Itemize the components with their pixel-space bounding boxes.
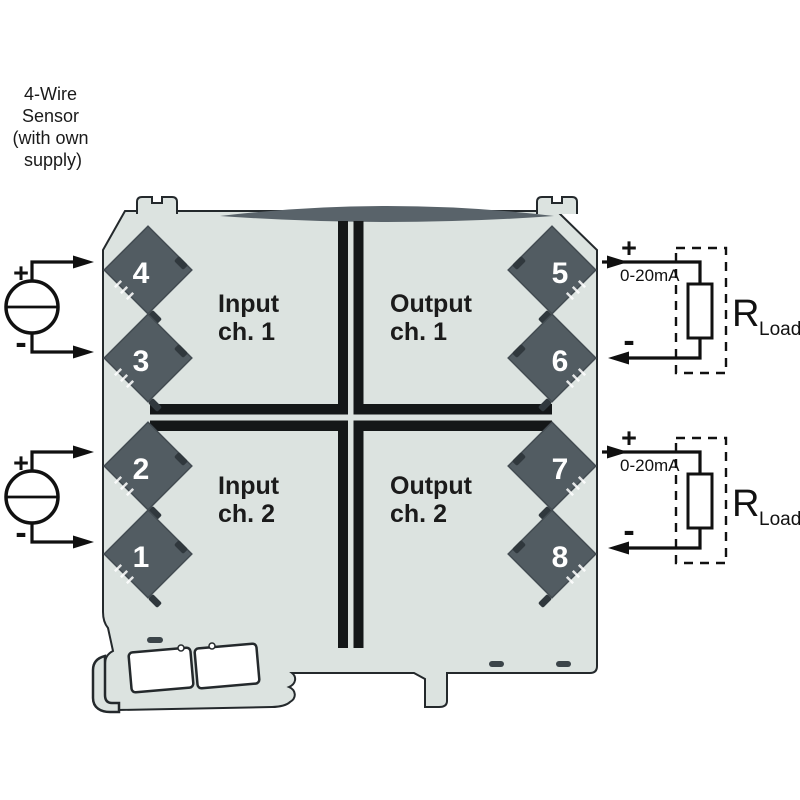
load-ch1-minus-arrowhead — [608, 351, 629, 365]
load-ch2-resistor — [686, 472, 714, 530]
source-ch2-minus-sign: - — [15, 514, 26, 552]
load-ch2-plus-arrowhead — [607, 445, 628, 459]
foot-pin-hole-2 — [208, 642, 216, 650]
source-ch1-plus-arrowhead — [73, 255, 94, 269]
sensor-note-line2: Sensor — [22, 106, 79, 126]
load-ch1-minus-sign: - — [623, 322, 634, 360]
terminal-8-number: 8 — [552, 541, 569, 574]
sensor-note-line4: supply) — [24, 150, 82, 170]
load-ch1-boundary — [674, 246, 728, 375]
sensor-note-line1: 4-Wire — [24, 84, 77, 104]
terminal-2: 2 — [103, 421, 193, 520]
load-ch1-plus-arrowhead — [607, 255, 628, 269]
terminal-1: 1 — [103, 509, 193, 608]
load-ch2-plus-sign: + — [621, 423, 637, 453]
load-ch2-r-label: R Load — [732, 483, 800, 530]
sensor-note: 4-Wire Sensor (with own supply) — [12, 84, 93, 170]
input-ch2-line1: Input — [218, 472, 280, 500]
source-ch2-minus-wire — [30, 522, 76, 544]
terminal-8: 8 — [507, 509, 597, 608]
top-tab-left — [136, 196, 178, 214]
output-ch2-line2: ch. 2 — [390, 500, 447, 528]
terminal-3: 3 — [103, 313, 193, 412]
output-ch2-line1: Output — [390, 472, 473, 500]
din-foot-window-1 — [127, 646, 195, 694]
input-ch1-line2: ch. 1 — [218, 318, 275, 346]
load-ch1-plus-wire — [602, 260, 702, 285]
vent-slot-2 — [489, 661, 504, 667]
load-circuit-ch1: + 0-20mA - R Load — [602, 233, 800, 375]
load-ch1-range-label: 0-20mA — [620, 266, 680, 285]
section-label-input-ch2: Input ch. 2 — [218, 472, 286, 528]
sensor-source-ch2: + - — [4, 445, 94, 552]
terminal-7: 7 — [507, 421, 597, 520]
load-ch2-plus-wire — [602, 450, 702, 475]
source-ch1-minus-sign: - — [15, 324, 26, 362]
load-ch2-minus-sign: - — [623, 512, 634, 550]
terminal-6-number: 6 — [552, 345, 569, 378]
module-body — [102, 210, 598, 712]
load-ch1-plus-sign: + — [621, 233, 637, 263]
load-ch2-minus-arrowhead — [608, 541, 629, 555]
terminal-4: 4 — [103, 225, 193, 324]
load-ch2-r-subscript: Load — [759, 509, 800, 530]
sensor-source-ch1: + - — [4, 255, 94, 362]
output-ch1-line1: Output — [390, 290, 473, 318]
source-ch1-minus-arrowhead — [73, 345, 94, 359]
terminal-6: 6 — [507, 313, 597, 412]
load-ch1-resistor — [686, 282, 714, 340]
source-ch2-minus-arrowhead — [73, 535, 94, 549]
barrier-gap-horizontal — [338, 414, 364, 421]
top-tab-right — [536, 196, 578, 214]
section-label-output-ch1: Output ch. 1 — [390, 290, 479, 346]
isolation-barrier-vertical-1 — [338, 221, 348, 648]
section-label-output-ch2: Output ch. 2 — [390, 472, 479, 528]
load-ch1-minus-wire — [614, 338, 702, 360]
vent-slot-1 — [147, 637, 163, 643]
terminal-7-number: 7 — [552, 453, 569, 486]
terminal-2-number: 2 — [133, 453, 150, 486]
output-ch1-line2: ch. 1 — [390, 318, 447, 346]
terminal-3-number: 3 — [133, 345, 150, 378]
terminal-1-number: 1 — [133, 541, 150, 574]
source-ch2-plus-arrowhead — [73, 445, 94, 459]
terminal-5-number: 5 — [552, 257, 569, 290]
source-ch1-minus-wire — [30, 332, 76, 354]
sensor-note-line3: (with own — [12, 128, 88, 148]
top-band — [220, 206, 554, 222]
source-ch1-plus-wire — [30, 260, 76, 282]
terminal-5: 5 — [507, 225, 597, 324]
input-ch1-line1: Input — [218, 290, 280, 318]
source-ch2-plus-wire — [30, 450, 76, 472]
load-circuit-ch2: + 0-20mA - R Load — [602, 423, 800, 565]
input-ch2-line2: ch. 2 — [218, 500, 275, 528]
din-foot-window-2 — [193, 642, 261, 690]
load-ch2-boundary — [674, 436, 728, 565]
din-rail-hook — [91, 654, 121, 714]
terminal-4-number: 4 — [133, 257, 150, 290]
section-label-input-ch1: Input ch. 1 — [218, 290, 286, 346]
foot-pin-hole-1 — [177, 644, 185, 652]
vent-slot-3 — [556, 661, 571, 667]
load-ch2-r: R — [732, 483, 759, 525]
load-ch1-r-subscript: Load — [759, 319, 800, 340]
load-ch2-minus-wire — [614, 528, 702, 550]
load-ch2-range-label: 0-20mA — [620, 456, 680, 475]
load-ch1-r-label: R Load — [732, 293, 800, 340]
load-ch1-r: R — [732, 293, 759, 335]
isolation-barrier-vertical-2 — [353, 221, 364, 648]
